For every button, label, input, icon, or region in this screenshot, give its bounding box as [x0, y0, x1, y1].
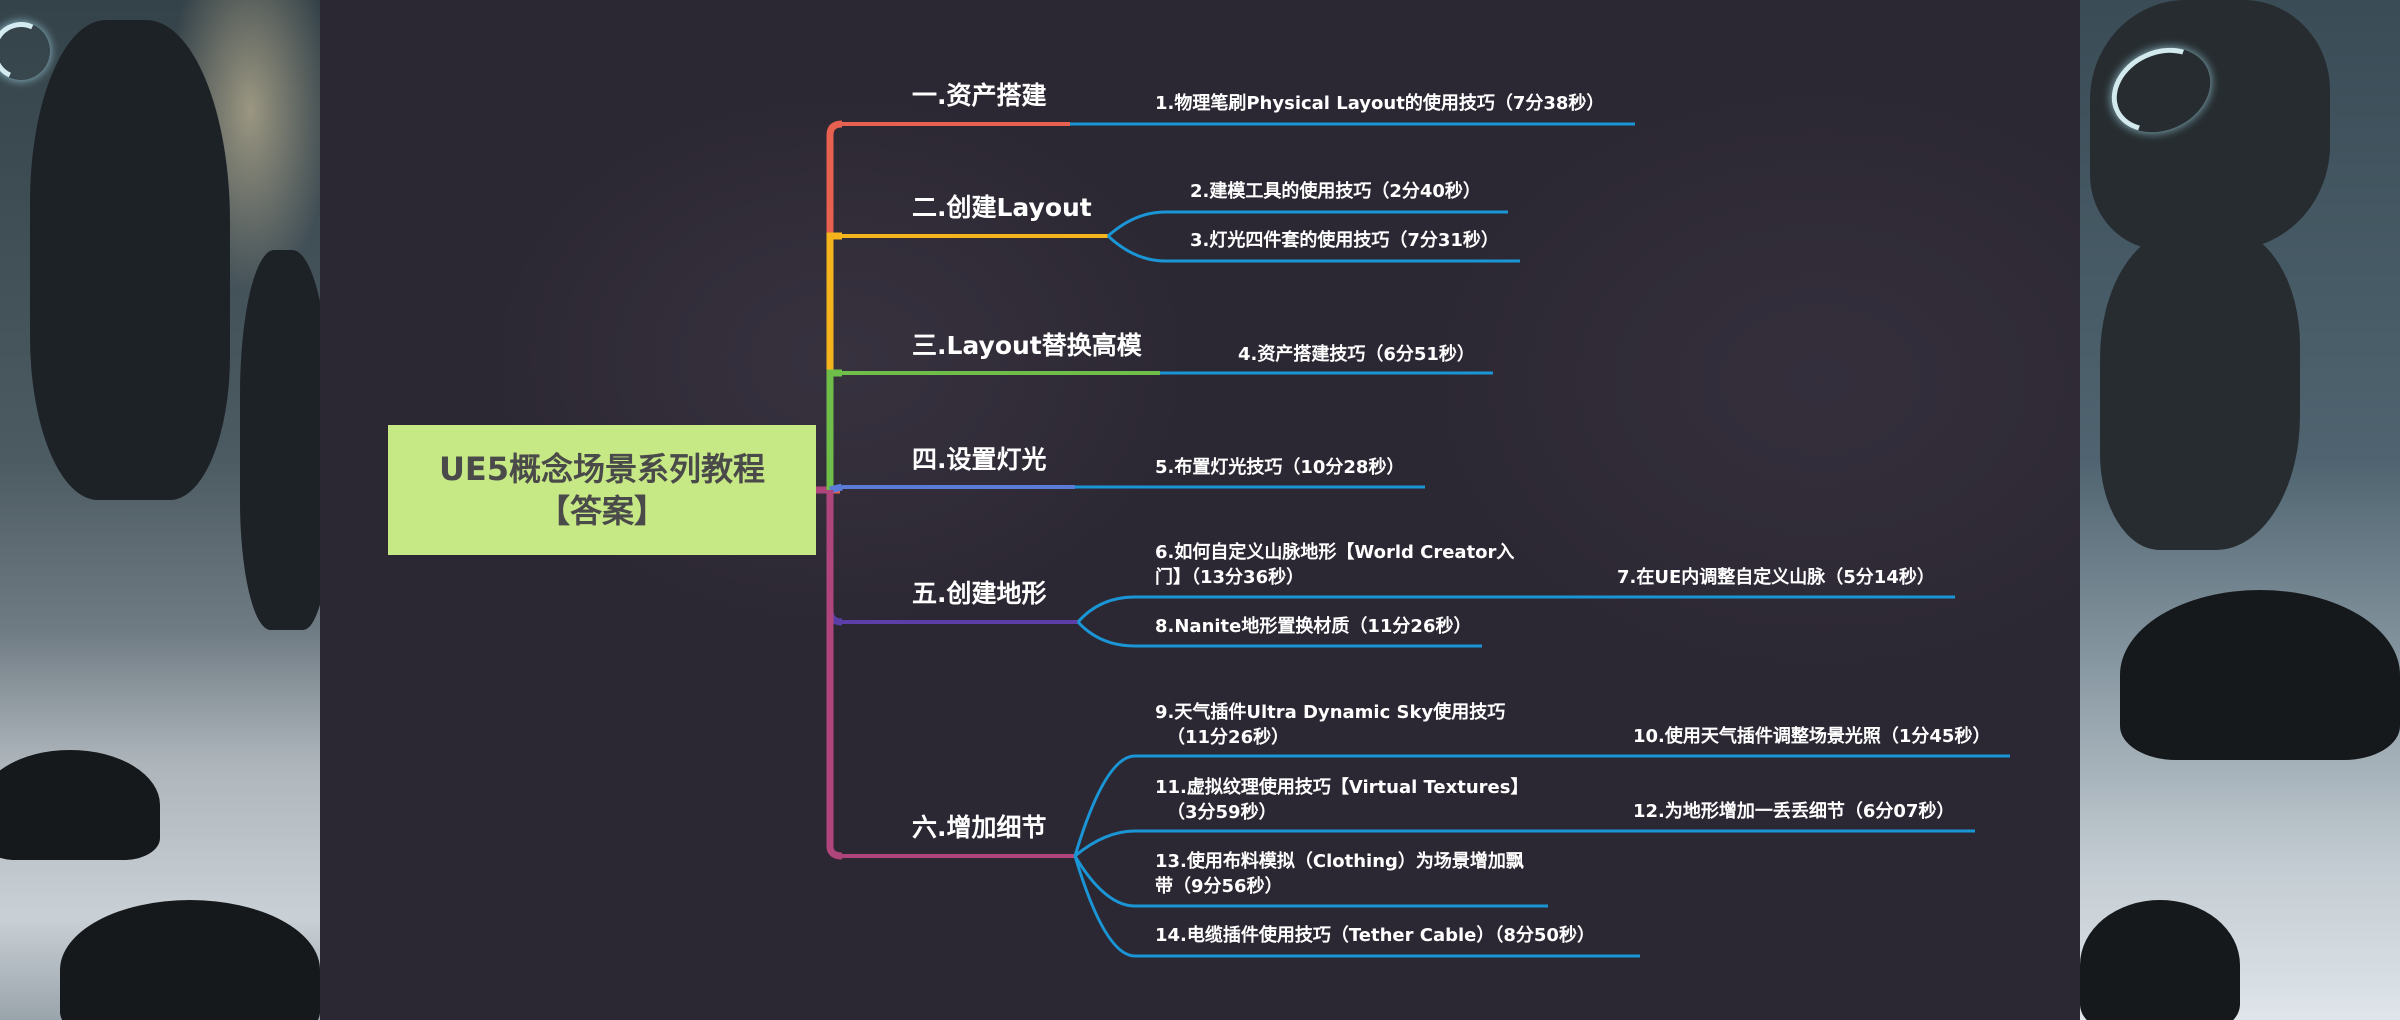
- floating-rock: [2090, 0, 2330, 250]
- leaf-node-12[interactable]: 12.为地形增加一丢丢细节（6分07秒）: [1633, 801, 1955, 822]
- leaf-line-8: [1076, 620, 1482, 648]
- leaf-node-3[interactable]: 3.灯光四件套的使用技巧（7分31秒）: [1190, 230, 1499, 251]
- leaf-line-2: [1107, 210, 1508, 238]
- leaf-node-4[interactable]: 4.资产搭建技巧（6分51秒）: [1238, 344, 1475, 365]
- leaf-node-6-line1: 6.如何自定义山脉地形【World Creator入: [1155, 542, 1515, 563]
- floating-rock: [30, 20, 230, 500]
- leaf-node-11[interactable]: 11.虚拟纹理使用技巧【Virtual Textures】 （3分59秒）: [1155, 775, 1528, 825]
- trunk-branch-3: [826, 369, 842, 490]
- leaf-node-11-line2: （3分59秒）: [1167, 802, 1277, 823]
- leaf-node-11-line1: 11.虚拟纹理使用技巧【Virtual Textures】: [1155, 777, 1529, 798]
- root-title-line1: UE5概念场景系列教程: [438, 450, 766, 488]
- trunk-branch-4: [829, 483, 843, 494]
- leaf-line-11: [1074, 829, 1515, 858]
- category-node-6[interactable]: 六.增加细节: [912, 813, 1047, 842]
- floating-rock: [240, 250, 320, 630]
- category-node-3[interactable]: 三.Layout替换高模: [912, 331, 1142, 360]
- leaf-node-13[interactable]: 13.使用布料模拟（Clothing）为场景增加飘 带（9分56秒）: [1155, 849, 1524, 899]
- rubble-pile: [60, 900, 320, 1020]
- background-scene-right: [2080, 0, 2400, 1020]
- category-node-4[interactable]: 四.设置灯光: [912, 445, 1047, 474]
- trunk-branch-1: [826, 120, 843, 494]
- root-title-line2: 【答案】: [537, 492, 666, 530]
- category-node-1[interactable]: 一.资产搭建: [912, 81, 1047, 110]
- leaf-node-8[interactable]: 8.Nanite地形置换材质（11分26秒）: [1155, 616, 1472, 637]
- leaf-line-3: [1106, 234, 1520, 263]
- root-node[interactable]: UE5概念场景系列教程 【答案】: [388, 425, 816, 555]
- rubble-pile: [0, 750, 160, 860]
- trunk-branch-6: [826, 490, 843, 860]
- trunk-branch-2: [826, 232, 842, 490]
- background-scene-left: [0, 0, 320, 1020]
- leaf-node-7[interactable]: 7.在UE内调整自定义山脉（5分14秒）: [1617, 567, 1935, 588]
- floating-rock: [2100, 230, 2300, 550]
- rubble-pile: [2120, 590, 2400, 760]
- leaf-node-6-line2: 门】（13分36秒）: [1155, 567, 1305, 588]
- category-node-5[interactable]: 五.创建地形: [912, 579, 1047, 608]
- leaf-line-14: [1073, 855, 1640, 958]
- leaf-node-1[interactable]: 1.物理笔刷Physical Layout的使用技巧（7分38秒）: [1155, 93, 1605, 114]
- category-node-2[interactable]: 二.创建Layout: [912, 193, 1092, 222]
- leaf-node-10[interactable]: 10.使用天气插件调整场景光照（1分45秒）: [1633, 726, 1991, 747]
- leaf-node-6[interactable]: 6.如何自定义山脉地形【World Creator入 门】（13分36秒）: [1155, 540, 1514, 590]
- leaf-node-13-line2: 带（9分56秒）: [1155, 876, 1283, 897]
- leaf-line-13: [1073, 855, 1548, 908]
- leaf-node-5[interactable]: 5.布置灯光技巧（10分28秒）: [1155, 457, 1405, 478]
- leaf-node-9[interactable]: 9.天气插件Ultra Dynamic Sky使用技巧 （11分26秒）: [1155, 700, 1505, 750]
- leaf-line-9: [1073, 754, 1550, 857]
- leaf-node-9-line2: （11分26秒）: [1167, 727, 1290, 748]
- rubble-pile: [2080, 900, 2240, 1020]
- leaf-node-14[interactable]: 14.电缆插件使用技巧（Tether Cable）（8分50秒）: [1155, 925, 1595, 946]
- leaf-line-6: [1076, 595, 1535, 623]
- leaf-node-13-line1: 13.使用布料模拟（Clothing）为场景增加飘: [1155, 851, 1524, 872]
- leaf-node-9-line1: 9.天气插件Ultra Dynamic Sky使用技巧: [1155, 702, 1506, 723]
- leaf-node-2[interactable]: 2.建模工具的使用技巧（2分40秒）: [1190, 181, 1481, 202]
